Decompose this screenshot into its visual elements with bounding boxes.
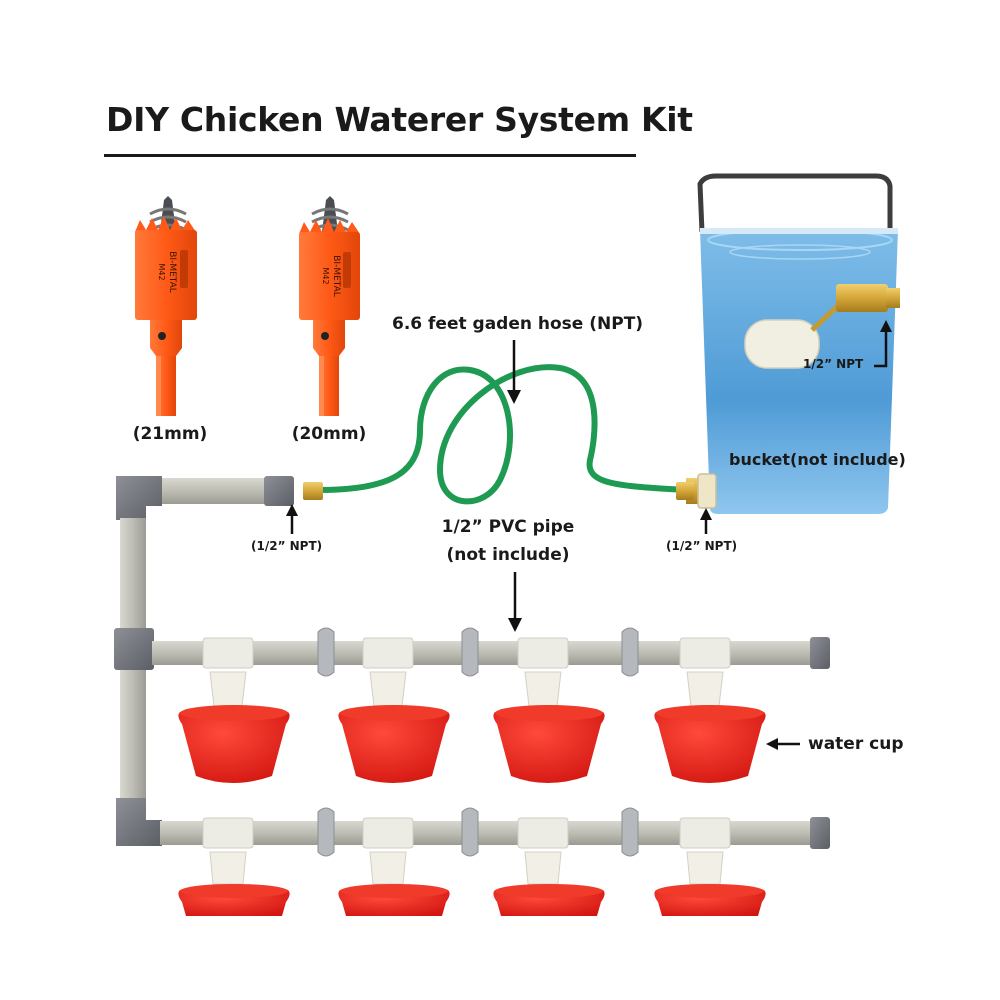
water-cup: [338, 817, 450, 916]
saw2-imprint-2: M42: [321, 267, 330, 284]
pvc-elbow-bottom: [116, 798, 162, 846]
saw-size-label-21mm: (21mm): [132, 424, 208, 444]
pvc-elbow-top: [116, 476, 162, 520]
hose-label: 6.6 feet gaden hose (NPT): [392, 314, 644, 334]
water-cup: [338, 637, 450, 783]
page-title: DIY Chicken Waterer System Kit: [106, 100, 693, 139]
pvc-end-cap-upper: [810, 637, 830, 669]
pvc-end-adapter: [264, 476, 294, 506]
bucket-label: bucket(not include): [729, 450, 906, 469]
arrow-up-icon: [700, 508, 712, 534]
water-cup-row-lower: [178, 817, 766, 916]
pvc-end-cap-lower: [810, 817, 830, 849]
saw1-imprint-1: BI-METAL: [167, 251, 177, 293]
pvc-pipe-label: 1/2” PVC pipe: [441, 517, 575, 537]
hose-connector-left: [303, 482, 323, 500]
arrow-down-icon: [508, 572, 522, 632]
water-cup: [493, 637, 605, 783]
pvc-pipe-vertical-lower: [120, 670, 146, 800]
title-underline: [104, 154, 636, 157]
saw1-imprint: BI-METAL M42: [157, 251, 177, 293]
hole-saw-21mm: [135, 196, 197, 416]
npt-label-right: (1/2” NPT): [666, 539, 738, 553]
saw-size-label-20mm: (20mm): [291, 424, 367, 444]
arrow-down-icon: [507, 340, 521, 404]
water-cup: [654, 637, 766, 783]
pvc-pipe-top: [150, 478, 266, 504]
npt-label-left: (1/2” NPT): [251, 539, 323, 553]
arrow-up-icon: [286, 504, 298, 534]
pvc-tee: [114, 628, 154, 670]
saw1-imprint-2: M42: [157, 263, 166, 280]
water-cup-label: water cup: [808, 734, 904, 754]
pvc-pipe-note: (not include): [446, 545, 570, 565]
water-cup: [178, 817, 290, 916]
arrow-up-icon: [874, 320, 892, 368]
arrow-left-icon: [766, 738, 800, 750]
water-cup: [493, 817, 605, 916]
bucket-handle: [697, 173, 893, 233]
hose-connector-right: [676, 482, 694, 500]
bucket-body: [700, 230, 898, 514]
water-cup: [654, 817, 766, 916]
pvc-pipe-vertical: [120, 518, 146, 630]
hole-saw-20mm: [299, 196, 360, 416]
garden-hose: [317, 364, 689, 505]
saw2-imprint-1: BI-METAL: [331, 255, 341, 297]
bucket-outlet-fitting: [697, 473, 717, 509]
float-valve-brass: [836, 284, 888, 312]
float-ball: [744, 319, 820, 369]
bucket: [686, 173, 900, 514]
water-cup-row-upper: [178, 637, 766, 783]
water-cup: [178, 637, 290, 783]
saw2-imprint: BI-METAL M42: [321, 255, 341, 297]
npt-label-bucket: 1/2” NPT: [803, 357, 864, 371]
